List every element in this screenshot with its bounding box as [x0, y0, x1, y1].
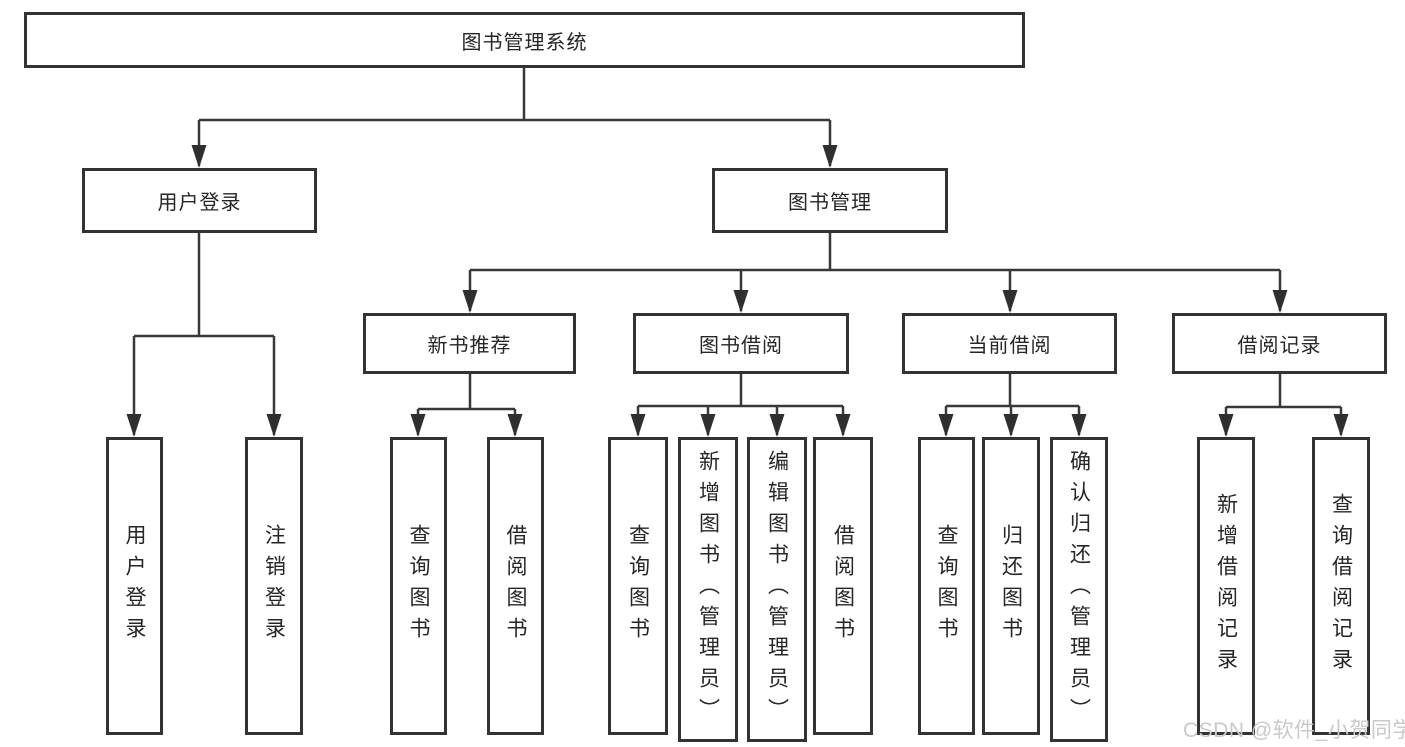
arrow-icon	[1003, 414, 1019, 437]
arrow-icon	[191, 145, 207, 168]
leaf-current-query-books: 查询图书	[918, 437, 975, 735]
arrow-icon	[507, 414, 523, 437]
leaf-borrowing-edit-books-admin: 编辑图书（管理员）	[747, 437, 807, 742]
arrow-icon	[1002, 290, 1018, 313]
node-user-login: 用户登录	[82, 168, 317, 233]
node-borrowing-records: 借阅记录	[1172, 313, 1387, 374]
arrow-icon	[266, 414, 282, 437]
leaf-borrowing-query-books: 查询图书	[608, 437, 668, 735]
arrow-icon	[822, 145, 838, 168]
leaf-records-query-record: 查询借阅记录	[1312, 437, 1370, 735]
leaf-current-confirm-return-admin: 确认归还（管理员）	[1050, 437, 1108, 742]
arrow-icon	[835, 414, 851, 437]
leaf-borrowing-borrow-books: 借阅图书	[813, 437, 873, 735]
node-new-book-recommend: 新书推荐	[363, 313, 576, 374]
leaf-user-login: 用户登录	[106, 437, 163, 735]
node-current-borrowing: 当前借阅	[902, 313, 1117, 374]
arrow-icon	[126, 414, 142, 437]
arrow-icon	[1272, 290, 1288, 313]
arrowhead-group	[126, 145, 1349, 437]
arrow-icon	[733, 290, 749, 313]
arrow-icon	[630, 414, 646, 437]
arrow-icon	[938, 414, 954, 437]
arrow-icon	[410, 414, 426, 437]
connector-new-book-recommend	[416, 374, 517, 435]
watermark-text: CSDN @软件_小贺同学	[1183, 719, 1405, 742]
arrow-icon	[1071, 414, 1087, 437]
leaf-recommend-borrow-books: 借阅图书	[487, 437, 544, 735]
node-book-borrowing: 图书借阅	[633, 313, 849, 374]
leaf-logout-login: 注销登录	[245, 437, 303, 735]
arrow-icon	[1218, 414, 1234, 437]
node-root: 图书管理系统	[24, 12, 1025, 68]
connector-borrowing-records	[1224, 374, 1343, 435]
arrow-icon	[769, 414, 785, 437]
connector-user-login	[132, 233, 276, 435]
leaf-recommend-query-books: 查询图书	[390, 437, 447, 735]
leaf-current-return-books: 归还图书	[982, 437, 1040, 735]
leaf-records-add-record: 新增借阅记录	[1197, 437, 1255, 735]
arrow-icon	[700, 414, 716, 437]
node-book-management: 图书管理	[712, 168, 948, 233]
connector-root	[197, 68, 832, 166]
connector-book-management	[468, 233, 1282, 311]
arrow-icon	[1333, 414, 1349, 437]
arrow-icon	[462, 290, 478, 313]
connector-book-borrowing	[636, 374, 845, 435]
leaf-borrowing-add-books-admin: 新增图书（管理员）	[678, 437, 738, 742]
